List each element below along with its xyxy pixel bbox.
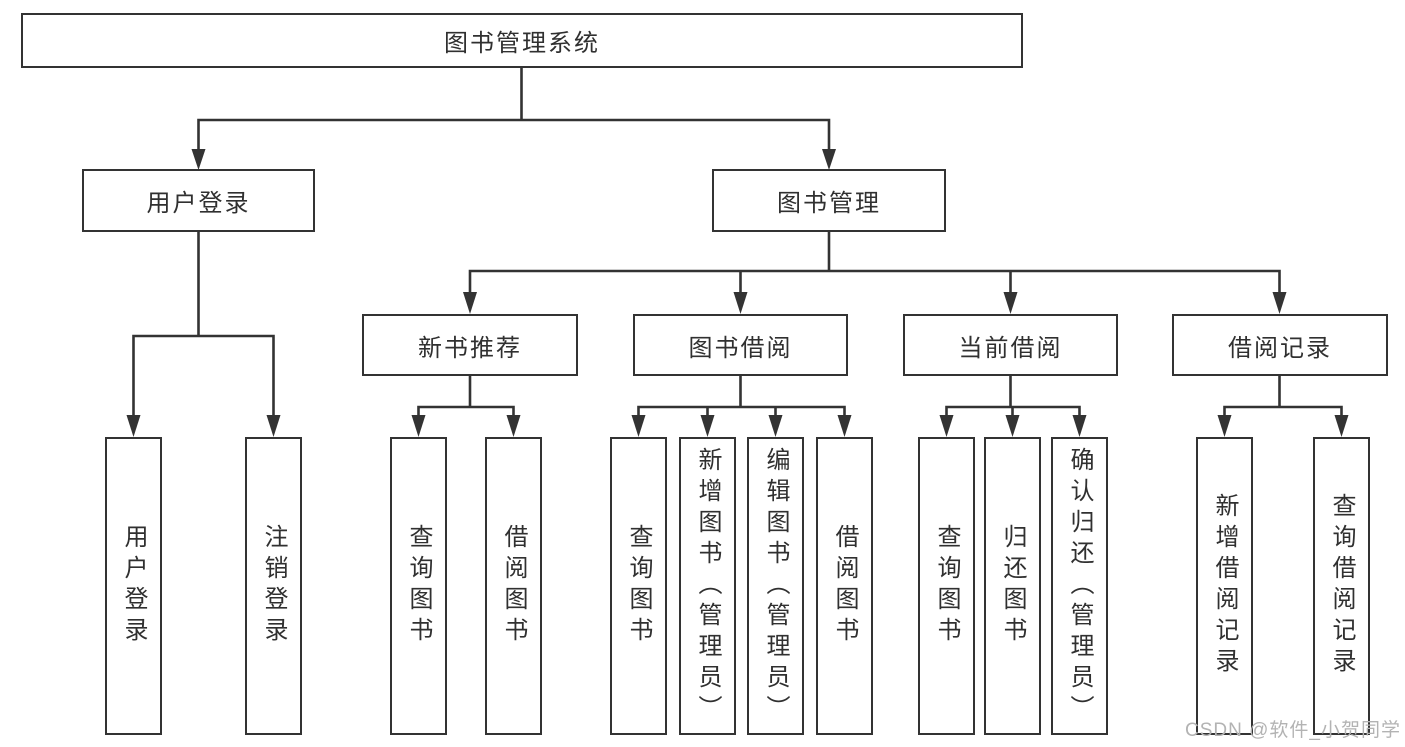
leaf-rec-borrow-books: 借阅图书 [485,437,542,735]
leaf-cb-query-books: 查询图书 [918,437,975,735]
node-label: 查询图书 [933,524,960,648]
node-label: 当前借阅 [958,334,1063,362]
leaf-user-login: 用户登录 [105,437,162,735]
leaf-cb-return-books: 归还图书 [984,437,1041,735]
csdn-watermark: CSDN @软件_小贺同学 [1185,720,1401,741]
node-label: 注销登录 [260,524,287,648]
node-label: 查询借阅记录 [1328,493,1355,679]
node-label: 借阅记录 [1228,334,1332,362]
node-label: 图书管理系统 [444,30,600,57]
leaf-bb-edit-books-admin: 编辑图书（管理员） [747,437,804,735]
node-current-borrowing: 当前借阅 [903,314,1118,376]
node-label: 查询图书 [405,524,432,648]
leaf-bb-borrow-books: 借阅图书 [816,437,873,735]
leaf-logout: 注销登录 [245,437,302,735]
node-label: 用户登录 [146,190,251,217]
connector-borrowrecords-to-leaves [1217,374,1349,437]
connector-bookborrow-to-leaves [631,374,852,437]
node-label: 新增图书（管理员） [694,446,721,726]
leaf-br-query-record: 查询借阅记录 [1313,437,1370,735]
node-book-management: 图书管理 [712,169,946,232]
node-label: 查询图书 [625,524,652,648]
leaf-br-add-record: 新增借阅记录 [1196,437,1253,735]
node-label: 借阅图书 [831,524,858,648]
node-label: 新书推荐 [418,334,522,362]
connector-currentborrow-to-leaves [939,374,1087,437]
leaf-bb-add-books-admin: 新增图书（管理员） [679,437,736,735]
node-label: 用户登录 [120,524,147,648]
node-label: 确认归还（管理员） [1066,446,1093,726]
node-new-book-recommendation: 新书推荐 [362,314,578,376]
connector-bookmgmt-to-level3 [463,230,1287,314]
node-borrowing-records: 借阅记录 [1172,314,1388,376]
leaf-cb-confirm-return-admin: 确认归还（管理员） [1051,437,1108,735]
node-label: 归还图书 [999,524,1026,648]
node-label: 图书借阅 [688,334,793,362]
node-label: 图书管理 [777,190,881,217]
node-user-login: 用户登录 [82,169,315,232]
node-book-borrowing: 图书借阅 [633,314,848,376]
leaf-rec-query-books: 查询图书 [390,437,447,735]
node-label: 借阅图书 [500,524,527,648]
node-label: 编辑图书（管理员） [762,446,789,726]
connector-userlogin-to-leaves [126,230,281,437]
connector-newbookrec-to-leaves [411,374,521,437]
connector-root-to-level2 [191,65,836,170]
node-library-management-system: 图书管理系统 [21,13,1023,68]
node-label: 新增借阅记录 [1211,493,1238,679]
leaf-bb-query-books: 查询图书 [610,437,667,735]
